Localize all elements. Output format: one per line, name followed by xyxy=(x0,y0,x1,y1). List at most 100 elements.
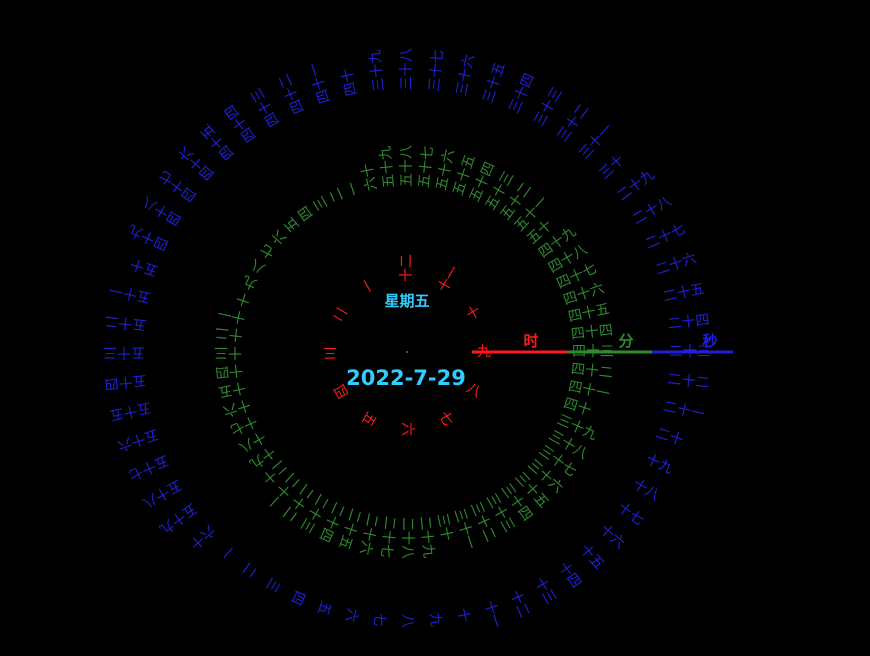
minute-ring-glyph: 八 xyxy=(248,256,268,277)
second-ring-glyph: 五十一 xyxy=(108,281,152,305)
second-ring-glyph: 三十一 xyxy=(576,121,616,163)
second-ring-glyph: 十 xyxy=(454,607,473,624)
second-ring-glyph: 五十三 xyxy=(103,344,145,360)
clock-hands: 时 分 秒 xyxy=(472,332,733,354)
second-ring-glyph: 四十八 xyxy=(140,193,184,228)
minute-ring-glyph: 四十二 xyxy=(570,361,613,381)
second-ring-glyph: 九 xyxy=(426,612,443,628)
second-ring-glyph: 四十三 xyxy=(248,85,283,129)
second-ring-glyph: 四十一 xyxy=(305,60,333,105)
second-ring-glyph: 十七 xyxy=(614,500,646,529)
second-ring-glyph: 八 xyxy=(399,614,415,628)
second-ring-glyph: 五 xyxy=(314,599,334,617)
hour-ring-glyph: 三 xyxy=(323,344,337,360)
hour-ring-glyph: 十一 xyxy=(435,263,463,295)
second-ring-glyph: 四十六 xyxy=(176,143,218,183)
minute-ring-glyph: 九 xyxy=(240,272,259,292)
second-ring-glyph: 四十 xyxy=(339,67,360,98)
hour-ring-glyph: 十 xyxy=(464,303,484,324)
second-ring-glyph: 二十 xyxy=(654,425,686,449)
second-ring-glyph: 四 xyxy=(287,588,307,607)
minute-ring-glyph: 五十七 xyxy=(416,145,436,188)
second-ring-glyph: 二十九 xyxy=(614,167,657,205)
hour-ring-glyph: 四 xyxy=(330,380,350,401)
second-ring-glyph: 十四 xyxy=(555,559,584,591)
minute-ring-glyph: 十四 xyxy=(214,361,244,380)
minute-ring-glyph: 二十九 xyxy=(416,515,436,558)
second-ring-glyph: 七 xyxy=(370,612,387,628)
second-ring-glyph: 四十九 xyxy=(126,221,171,253)
second-ring-glyph: 五十九 xyxy=(156,500,199,538)
second-ring-glyph: 十三 xyxy=(531,575,559,607)
hour-ring-glyph: 五 xyxy=(358,409,379,429)
minute-ring-glyph: 十二 xyxy=(214,324,244,343)
second-ring-glyph: 二十五 xyxy=(662,281,706,305)
second-ring-glyph: 十六 xyxy=(596,521,628,552)
weekday-label: 星期五 xyxy=(384,292,429,310)
second-ring-glyph: 五十五 xyxy=(108,399,152,423)
second-ring-glyph: 二十一 xyxy=(662,399,706,423)
second-ring-glyph: 三十六 xyxy=(454,53,478,97)
second-ring-glyph: 五十 xyxy=(129,255,161,279)
minute-ring-glyph: 五十八 xyxy=(399,145,415,187)
second-ring-glyph: 二十二 xyxy=(667,371,710,391)
second-ring-glyph: 三十九 xyxy=(367,49,387,92)
second-ring-glyph: 二十六 xyxy=(654,250,699,278)
minute-ring-glyph: 一 xyxy=(344,179,364,197)
second-ring-glyph: 十二 xyxy=(506,588,532,620)
second-ring-glyph: 三十三 xyxy=(531,85,566,129)
minute-ring-glyph: 二十七 xyxy=(377,515,397,558)
second-ring-glyph: 三 xyxy=(262,575,283,595)
minute-ring-glyph: 三十 xyxy=(433,512,454,543)
second-ring-glyph: 四十五 xyxy=(198,121,238,163)
second-ring-glyph: 六 xyxy=(342,607,361,624)
minute-ring-glyph: 二十八 xyxy=(399,517,415,559)
second-ring-glyph: 十九 xyxy=(643,451,675,477)
second-ring-glyph: 五十七 xyxy=(126,451,171,483)
minute-ring-glyph: 十一 xyxy=(217,304,248,325)
minute-ring-glyph: 二 xyxy=(327,185,347,204)
second-ring-glyph: 十八 xyxy=(630,476,662,504)
minute-ring-glyph: 十三 xyxy=(214,344,242,360)
second-ring-glyph: 三十二 xyxy=(555,101,593,144)
second-ring-glyph: 三十五 xyxy=(480,60,508,105)
hour-ring-glyph: 六 xyxy=(399,422,415,436)
hour-label: 时 xyxy=(523,332,538,350)
second-ring-glyph: 五十六 xyxy=(115,425,160,453)
second-ring-glyph: 五十四 xyxy=(104,371,147,391)
minute-ring-glyph: 十 xyxy=(234,289,252,309)
second-ring-glyph: 三十七 xyxy=(426,49,446,92)
minute-ring-glyph: 三 xyxy=(311,193,332,213)
hour-ring-glyph: 一 xyxy=(358,275,379,295)
second-ring-glyph: 二十四 xyxy=(667,312,710,332)
second-label: 秒 xyxy=(702,332,717,350)
minute-ring-glyph: 十五 xyxy=(217,378,248,399)
second-ring-glyph: 三十八 xyxy=(399,48,415,90)
date-label: 2022-7-29 xyxy=(346,366,466,390)
minute-ring-glyph: 四十四 xyxy=(570,322,613,342)
second-ring-glyph: 四十二 xyxy=(276,71,308,116)
minute-ring-glyph: 六十 xyxy=(359,162,380,193)
hour-ring-glyph: 八 xyxy=(464,380,484,401)
second-ring-glyph: 三十 xyxy=(596,152,628,183)
second-ring-glyph: 四十七 xyxy=(156,167,199,205)
second-ring-glyph: 五十八 xyxy=(140,476,184,511)
center-dot xyxy=(406,351,408,353)
hour-ring-glyph: 十二 xyxy=(399,254,415,282)
minute-ring-glyph: 五十九 xyxy=(377,145,397,188)
second-ring-glyph: 二 xyxy=(238,559,259,580)
second-ring-glyph: 六十 xyxy=(186,521,218,552)
second-ring-glyph: 五十二 xyxy=(104,312,147,332)
second-ring-glyph: 二十八 xyxy=(630,193,674,228)
second-ring-glyph: 十一 xyxy=(480,599,504,631)
hour-ring-glyph: 二 xyxy=(330,303,350,324)
second-ring-glyph: 十五 xyxy=(576,541,607,573)
second-ring-glyph: 三十四 xyxy=(506,71,538,116)
second-ring-glyph: 四十四 xyxy=(222,101,260,144)
hour-ring-glyph: 七 xyxy=(435,409,456,429)
second-ring-glyph: 二十七 xyxy=(643,221,688,253)
second-ring-glyph: 一 xyxy=(216,541,237,562)
